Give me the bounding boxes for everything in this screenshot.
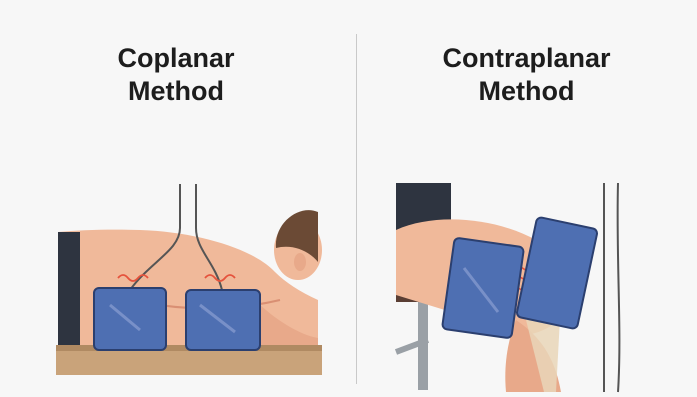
electrode-pad-left: [94, 288, 166, 350]
contraplanar-illustration: [356, 0, 697, 397]
ear: [294, 253, 306, 271]
coplanar-panel: Coplanar Method: [0, 0, 352, 397]
electrode-cable-2: [618, 183, 620, 392]
contraplanar-panel: Contraplanar Method: [356, 0, 697, 397]
electrode-pad-front: [442, 238, 524, 339]
electrode-pad-back: [516, 217, 598, 330]
coplanar-illustration: [0, 0, 352, 397]
electrode-pad-right: [186, 290, 260, 350]
shorts: [58, 232, 80, 345]
